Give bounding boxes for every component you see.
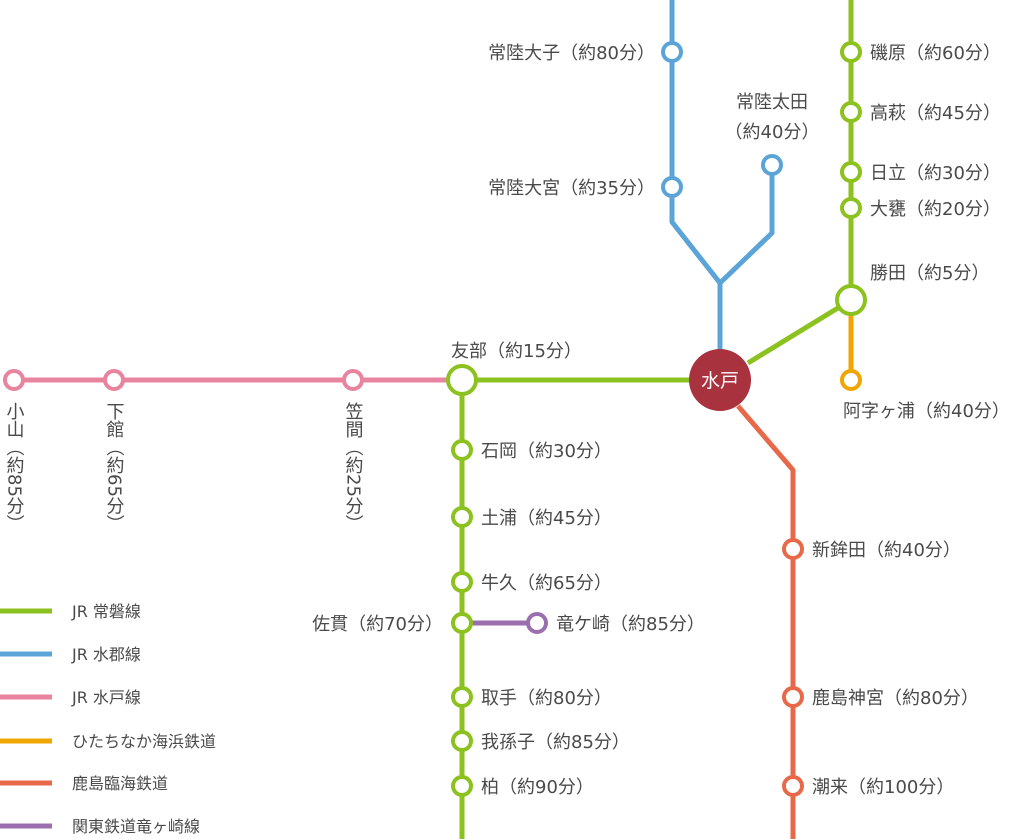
legend-label: JR 水戸線 xyxy=(71,688,141,707)
station-kashiwa[interactable] xyxy=(451,775,473,797)
label-oyama: 小山（約85分） xyxy=(4,402,25,533)
legend-label: JR 常磐線 xyxy=(71,602,141,621)
station-tomobe[interactable] xyxy=(446,364,478,396)
station-shinhokota[interactable] xyxy=(782,538,804,560)
station-isohara[interactable] xyxy=(840,41,862,63)
legend-label: 関東鉄道竜ヶ崎線 xyxy=(72,817,200,836)
hub-label: 水戸 xyxy=(701,370,739,392)
label-hitachi-omiya: 常陸大宮（約35分） xyxy=(488,178,655,199)
station-sanuki[interactable] xyxy=(451,612,473,634)
label-kasama: 笠間（約25分） xyxy=(343,402,364,533)
station-tsuchiura[interactable] xyxy=(451,506,473,528)
station-oyama[interactable] xyxy=(3,369,25,391)
legend-item-ryugasaki: 関東鉄道竜ヶ崎線 xyxy=(0,817,200,836)
station-toride[interactable] xyxy=(451,686,473,708)
label-ishioka: 石岡（約30分） xyxy=(481,441,612,462)
label-shinhokota: 新鉾田（約40分） xyxy=(812,540,961,561)
legend-label: ひたちなか海浜鉄道 xyxy=(72,732,216,751)
line-suigun xyxy=(669,0,775,350)
station-hitachi-ota[interactable] xyxy=(761,154,783,176)
label-omika: 大甕（約20分） xyxy=(870,198,1001,220)
label-shimodate: 下館（約65分） xyxy=(104,402,125,533)
station-katsuta[interactable] xyxy=(835,284,867,316)
station-hitachi-daigo[interactable] xyxy=(661,41,683,63)
label-itako: 潮来（約100分） xyxy=(812,777,954,798)
station-omika[interactable] xyxy=(840,197,862,219)
station-hitachi[interactable] xyxy=(840,161,862,183)
label-ryugasaki: 竜ケ崎（約85分） xyxy=(556,614,705,635)
station-kasama[interactable] xyxy=(342,369,364,391)
legend-label: JR 水郡線 xyxy=(71,645,141,664)
label-hitachi-ota-time: （約40分） xyxy=(725,122,820,143)
legend: JR 常磐線 JR 水郡線 JR 水戸線 ひたちなか海浜鉄道 鹿島臨海鉄道 関東… xyxy=(0,602,216,836)
label-tsuchiura: 土浦（約45分） xyxy=(481,508,612,529)
station-ajigaura[interactable] xyxy=(840,369,862,391)
legend-item-kashima: 鹿島臨海鉄道 xyxy=(0,774,168,793)
station-takahagi[interactable] xyxy=(840,101,862,123)
label-kashiwa: 柏（約90分） xyxy=(481,777,594,798)
label-ajigaura: 阿字ヶ浦（約40分） xyxy=(843,401,1010,422)
label-abiko: 我孫子（約85分） xyxy=(481,732,630,753)
label-hitachi-ota: 常陸太田 xyxy=(736,92,808,113)
station-ishioka[interactable] xyxy=(451,439,473,461)
station-ushiku[interactable] xyxy=(451,571,473,593)
station-ryugasaki[interactable] xyxy=(526,612,548,634)
station-abiko[interactable] xyxy=(451,730,473,752)
label-isohara: 磯原（約60分） xyxy=(870,43,1001,64)
label-katsuta: 勝田（約5分） xyxy=(870,263,989,284)
station-itako[interactable] xyxy=(782,775,804,797)
label-hitachi-daigo: 常陸大子（約80分） xyxy=(488,43,655,64)
stations xyxy=(3,41,867,797)
label-ushiku: 牛久（約65分） xyxy=(481,573,612,594)
legend-item-suigun: JR 水郡線 xyxy=(0,645,141,664)
line-kashima xyxy=(736,404,796,839)
label-hitachi: 日立（約30分） xyxy=(870,163,1001,184)
station-hitachi-omiya[interactable] xyxy=(661,176,683,198)
station-kashima-jingu[interactable] xyxy=(782,686,804,708)
legend-item-mito-line: JR 水戸線 xyxy=(0,688,141,707)
label-kashima-jingu: 鹿島神宮（約80分） xyxy=(812,688,979,709)
label-toride: 取手（約80分） xyxy=(481,688,612,709)
hub-mito[interactable]: 水戸 xyxy=(689,349,751,411)
legend-item-joban: JR 常磐線 xyxy=(0,602,141,621)
station-shimodate[interactable] xyxy=(103,369,125,391)
label-tomobe: 友部（約15分） xyxy=(451,341,582,362)
legend-label: 鹿島臨海鉄道 xyxy=(72,774,168,793)
legend-item-hitachinaka: ひたちなか海浜鉄道 xyxy=(0,732,216,751)
station-labels: 磯原（約60分） 高萩（約45分） 日立（約30分） 大甕（約20分） 勝田（約… xyxy=(4,43,1010,798)
label-sanuki: 佐貫（約70分） xyxy=(312,614,443,635)
label-takahagi: 高萩（約45分） xyxy=(870,103,1001,124)
